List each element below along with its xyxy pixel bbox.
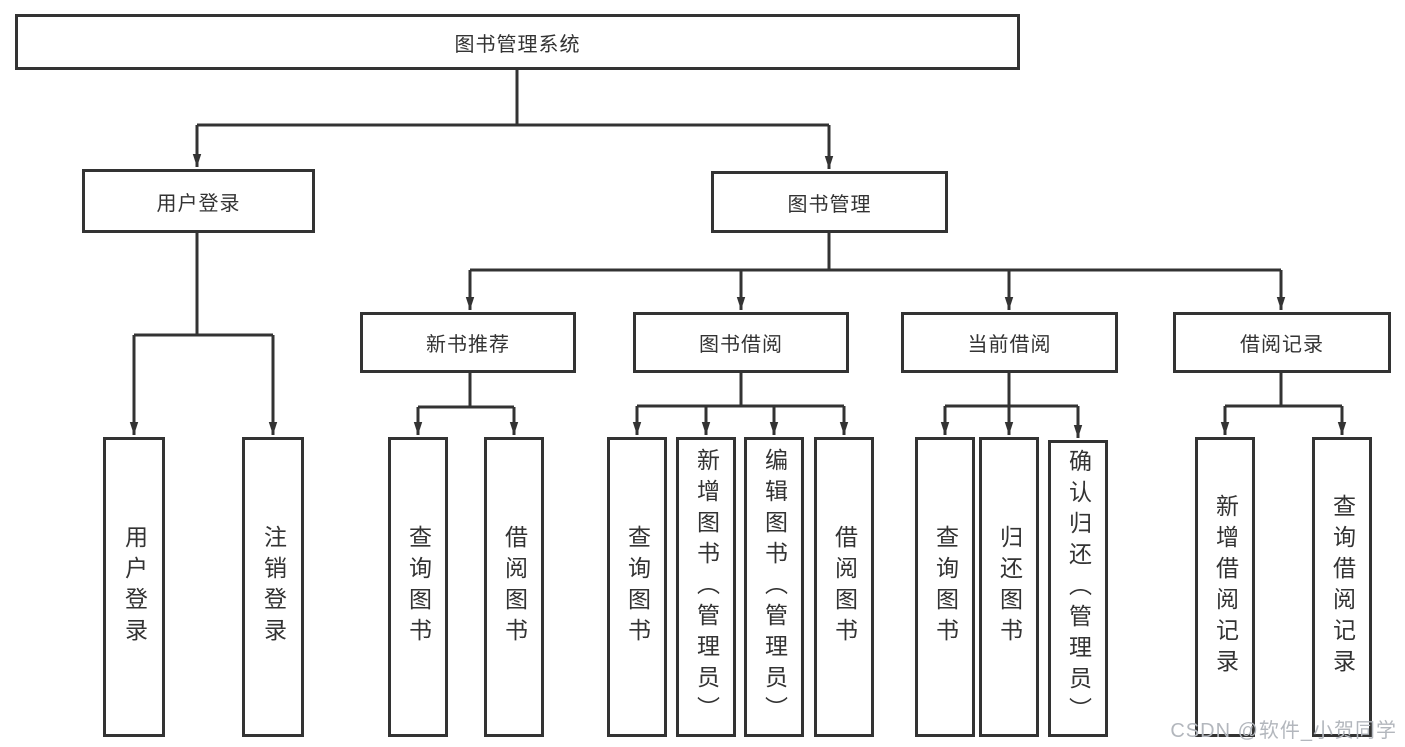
node-label: 查询图书 — [405, 525, 432, 649]
node-current-borrowing: 当前借阅 — [901, 312, 1118, 373]
leaf-confirm-return-admin: 确认归还（管理员） — [1048, 440, 1108, 737]
node-user-login-module: 用户登录 — [82, 169, 315, 233]
node-label: 借阅记录 — [1240, 334, 1324, 356]
leaf-query-books: 查询图书 — [388, 437, 448, 737]
node-label: 归还图书 — [996, 525, 1023, 649]
node-label: 编辑图书（管理员） — [761, 447, 788, 727]
node-borrowing-records: 借阅记录 — [1173, 312, 1391, 373]
leaf-user-login: 用户登录 — [103, 437, 165, 737]
node-new-book-recommendation: 新书推荐 — [360, 312, 576, 373]
node-label: 图书管理 — [787, 193, 872, 216]
node-label: 用户登录 — [121, 525, 148, 649]
leaf-query-books: 查询图书 — [607, 437, 667, 737]
leaf-return-books: 归还图书 — [979, 437, 1039, 737]
node-label: 新增借阅记录 — [1212, 494, 1239, 680]
node-label: 新增图书（管理员） — [693, 447, 720, 727]
leaf-query-borrow-record: 查询借阅记录 — [1312, 437, 1372, 737]
leaf-add-books-admin: 新增图书（管理员） — [676, 437, 736, 737]
node-label: 查询图书 — [932, 525, 959, 649]
leaf-query-books: 查询图书 — [915, 437, 975, 737]
node-label: 图书管理系统 — [454, 33, 581, 56]
node-label: 查询图书 — [624, 525, 651, 649]
node-label: 借阅图书 — [501, 525, 528, 649]
node-label: 确认归还（管理员） — [1065, 449, 1092, 728]
node-label: 借阅图书 — [831, 525, 858, 649]
node-book-borrowing: 图书借阅 — [633, 312, 849, 373]
leaf-edit-books-admin: 编辑图书（管理员） — [744, 437, 804, 737]
leaf-borrow-books: 借阅图书 — [484, 437, 544, 737]
leaf-add-borrow-record: 新增借阅记录 — [1195, 437, 1255, 737]
node-library-management-system: 图书管理系统 — [15, 14, 1020, 70]
leaf-borrow-books: 借阅图书 — [814, 437, 874, 737]
node-label: 图书借阅 — [699, 334, 783, 356]
node-label: 当前借阅 — [967, 334, 1052, 356]
node-label: 新书推荐 — [426, 334, 510, 356]
leaf-logout: 注销登录 — [242, 437, 304, 737]
csdn-watermark: CSDN @软件_小贺同学 — [1170, 720, 1397, 742]
node-label: 用户登录 — [156, 192, 241, 215]
node-label: 查询借阅记录 — [1329, 494, 1356, 680]
node-book-management-module: 图书管理 — [711, 171, 948, 233]
node-label: 注销登录 — [260, 525, 287, 649]
